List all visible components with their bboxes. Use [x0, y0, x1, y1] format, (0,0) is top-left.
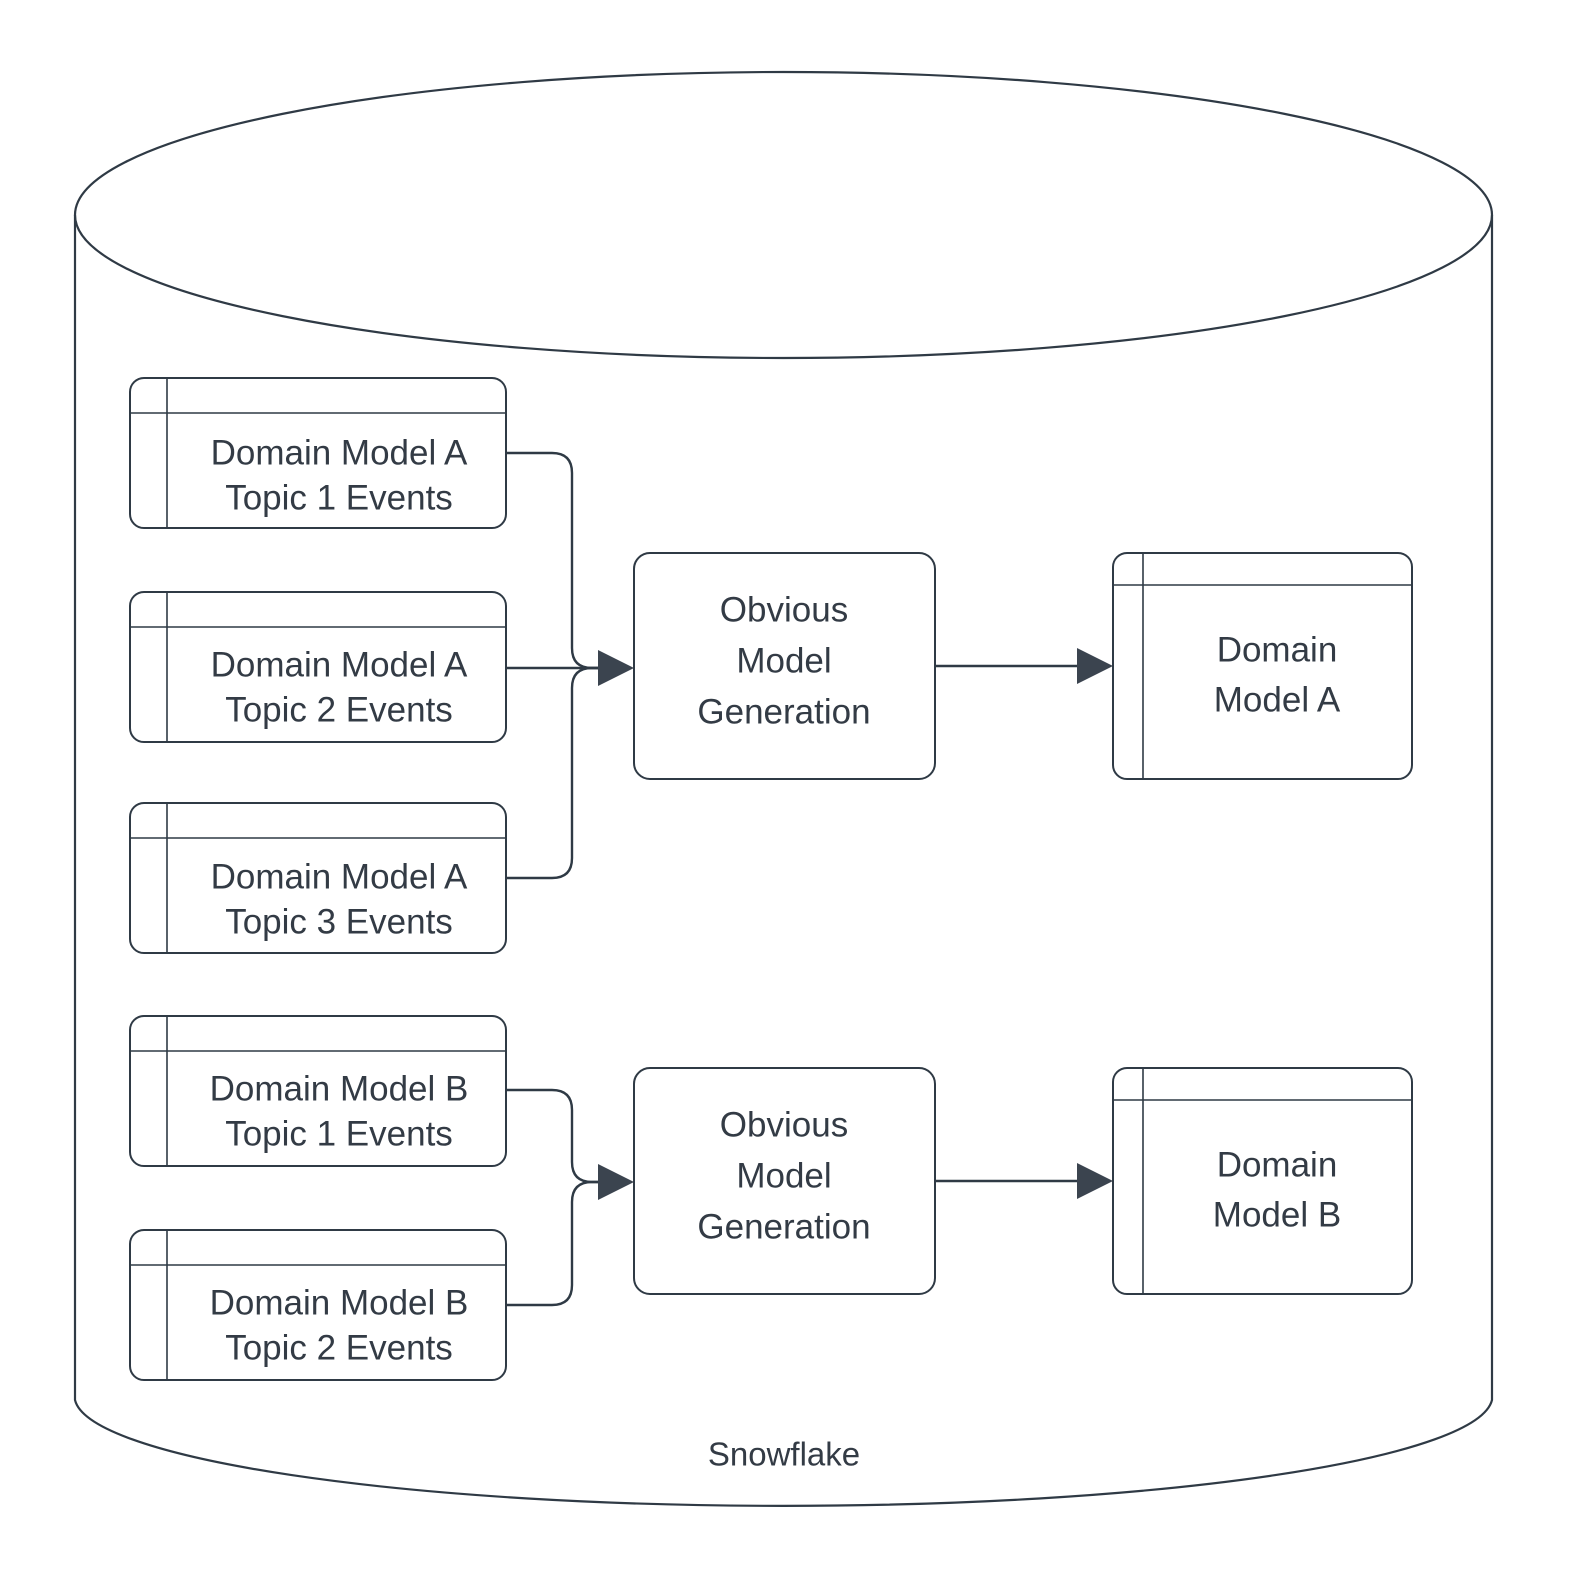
table-label-line2: Topic 2 Events: [225, 690, 453, 729]
process-label-line3: Generation: [697, 1207, 870, 1246]
connector-group-b: [506, 1088, 1113, 1307]
output-table-domain-model-a[interactable]: Domain Model A: [1112, 552, 1413, 780]
cylinder-top-ellipse: [73, 70, 1494, 360]
connector-b-topic-2[interactable]: [506, 1180, 600, 1307]
process-outline: [633, 1067, 936, 1295]
table-label-line2: Topic 1 Events: [225, 478, 453, 517]
table-label-line1: Domain: [1217, 630, 1338, 669]
process-label-line1: Obvious: [720, 1105, 848, 1144]
table-label-line1: Domain Model A: [211, 857, 468, 896]
connector-group-a: [506, 451, 1113, 880]
arrowhead-into-omg-b: [598, 1164, 634, 1200]
arrowhead-into-omg-a: [598, 650, 634, 686]
snowflake-cylinder[interactable]: [73, 70, 1494, 1507]
process-outline: [633, 552, 936, 780]
arrowhead-into-model-a: [1077, 648, 1113, 684]
table-label-line2: Topic 3 Events: [225, 902, 453, 941]
snowflake-container-label: Snowflake: [708, 1436, 860, 1473]
table-label-line1: Domain Model A: [211, 645, 468, 684]
process-node-omg-b[interactable]: Obvious Model Generation: [633, 1067, 936, 1295]
table-outline: [129, 1015, 507, 1167]
table-label-line1: Domain Model B: [210, 1283, 469, 1322]
source-table-a-topic-2[interactable]: Domain Model A Topic 2 Events: [129, 591, 507, 743]
source-table-a-topic-1[interactable]: Domain Model A Topic 1 Events: [129, 377, 507, 529]
table-label-line2: Model B: [1213, 1195, 1341, 1234]
process-label-line3: Generation: [697, 692, 870, 731]
source-table-b-topic-1[interactable]: Domain Model B Topic 1 Events: [129, 1015, 507, 1167]
table-label-line2: Topic 1 Events: [225, 1114, 453, 1153]
table-outline: [129, 802, 507, 954]
table-outline: [129, 591, 507, 743]
process-label-line2: Model: [736, 641, 831, 680]
connector-b-topic-1[interactable]: [506, 1088, 600, 1184]
table-label-line2: Topic 2 Events: [225, 1328, 453, 1367]
cylinder-body: [73, 215, 1494, 1507]
process-node-omg-a[interactable]: Obvious Model Generation: [633, 552, 936, 780]
table-label-line2: Model A: [1214, 680, 1341, 719]
arrowhead-into-model-b: [1077, 1163, 1113, 1199]
table-label-line1: Domain Model A: [211, 433, 468, 472]
table-outline: [1112, 1067, 1413, 1295]
source-table-b-topic-2[interactable]: Domain Model B Topic 2 Events: [129, 1229, 507, 1381]
table-outline: [129, 1229, 507, 1381]
output-table-domain-model-b[interactable]: Domain Model B: [1112, 1067, 1413, 1295]
source-table-a-topic-3[interactable]: Domain Model A Topic 3 Events: [129, 802, 507, 954]
table-label-line1: Domain Model B: [210, 1069, 469, 1108]
table-outline: [1112, 552, 1413, 780]
table-label-line1: Domain: [1217, 1145, 1338, 1184]
process-label-line2: Model: [736, 1156, 831, 1195]
table-outline: [129, 377, 507, 529]
process-label-line1: Obvious: [720, 590, 848, 629]
connector-a-topic-1[interactable]: [506, 451, 600, 670]
connector-a-topic-3[interactable]: [506, 666, 600, 880]
